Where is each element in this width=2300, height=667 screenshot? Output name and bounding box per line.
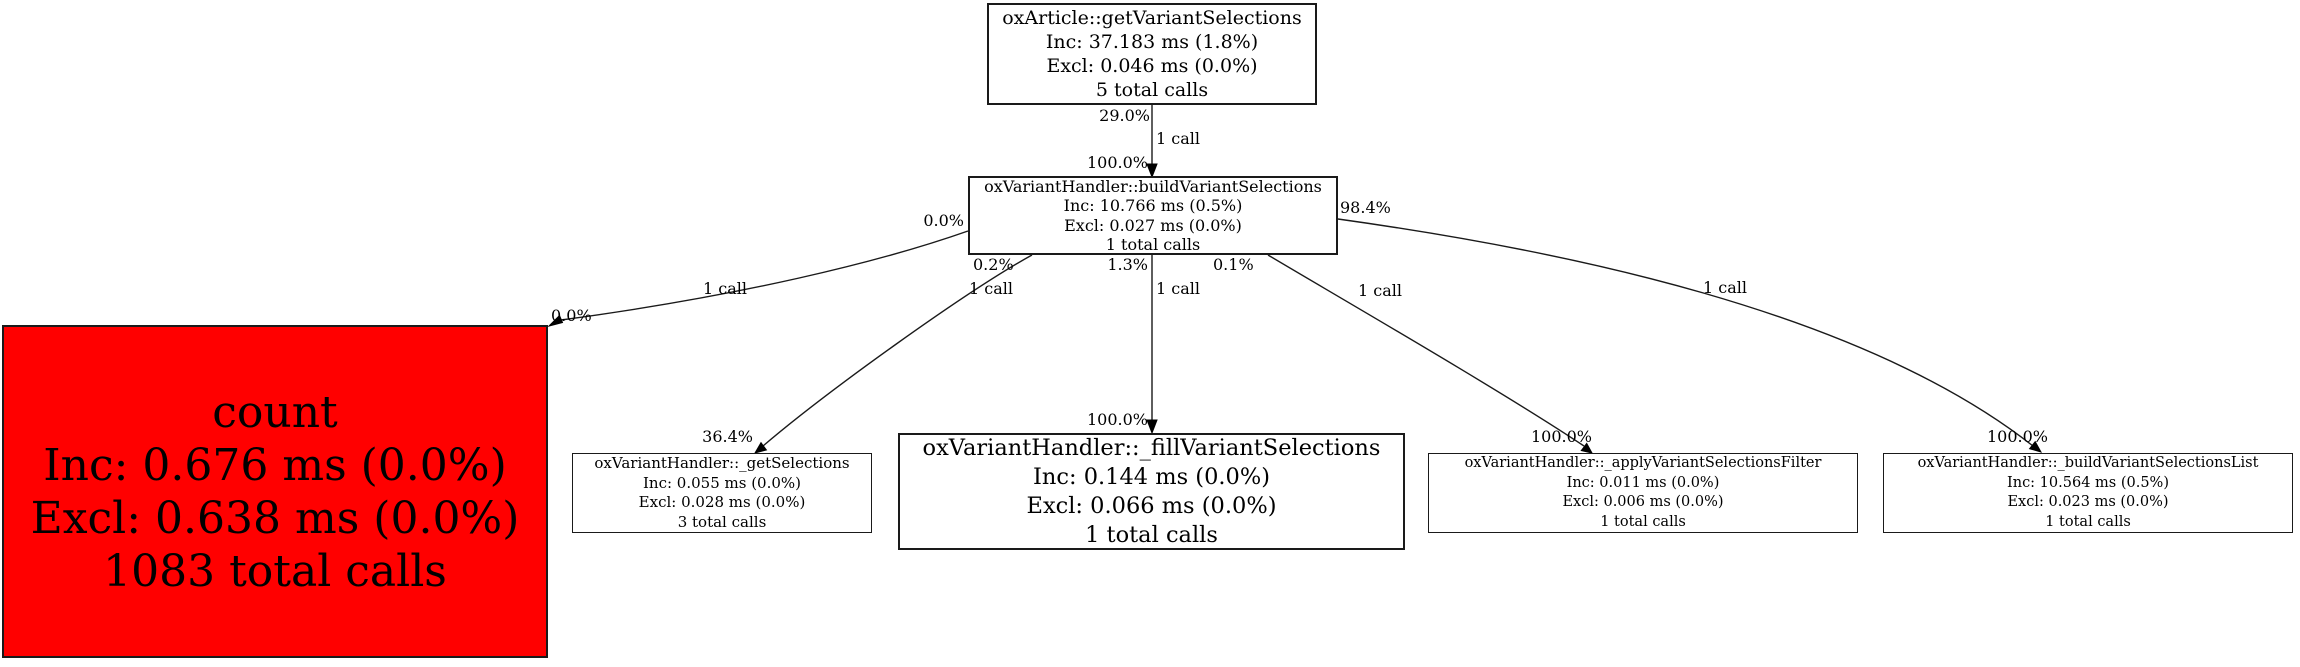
node-inc: Inc: 0.055 ms (0.0%)	[642, 473, 802, 492]
node-buildvariantselectionslist: oxVariantHandler::_buildVariantSelection…	[1883, 453, 2293, 533]
node-calls: 1 total calls	[1600, 513, 1686, 530]
edge-build-to-buildl	[1337, 218, 2034, 447]
node-fillvariantselections: oxVariantHandler::_fillVariantSelections…	[898, 433, 1405, 550]
node-excl: Excl: 0.638 ms (0.0%)	[30, 492, 520, 544]
arrowhead-build-to-fillvs	[1146, 419, 1158, 435]
edge-label-build-to-count-calls: 1 call	[703, 279, 747, 298]
arrowhead-build-to-getsel	[753, 441, 768, 454]
edge-label-build-to-buildl-calls: 1 call	[1703, 278, 1747, 297]
node-getselections: oxVariantHandler::_getSelections Inc: 0.…	[572, 453, 872, 533]
node-excl: Excl: 0.023 ms (0.0%)	[2007, 494, 2169, 510]
edge-label-build-to-fillvs-percent: 1.3%	[1107, 255, 1148, 274]
node-title: count	[212, 386, 338, 438]
edge-label-build-to-applyf-percent: 0.1%	[1213, 255, 1254, 274]
edge-label-build-to-getsel-percent: 0.2%	[973, 255, 1014, 274]
node-calls: 1 total calls	[1085, 521, 1218, 548]
node-buildvariantselections: oxVariantHandler::buildVariantSelections…	[968, 176, 1338, 255]
edge-build-to-count	[560, 230, 969, 321]
node-excl: Excl: 0.006 ms (0.0%)	[1562, 494, 1724, 510]
node-title: oxVariantHandler::_fillVariantSelections	[922, 434, 1381, 461]
node-excl: Excl: 0.066 ms (0.0%)	[1026, 492, 1277, 519]
edge-label-build-to-getsel-head-percent: 36.4%	[702, 427, 753, 446]
node-title: oxArticle::getVariantSelections	[1002, 7, 1302, 29]
node-title: oxVariantHandler::_buildVariantSelection…	[1917, 455, 2259, 471]
node-excl: Excl: 0.028 ms (0.0%)	[638, 493, 806, 511]
node-inc: Inc: 0.676 ms (0.0%)	[43, 439, 507, 491]
edge-label-root-to-build-percent: 29.0%	[1099, 106, 1150, 125]
node-excl: Excl: 0.027 ms (0.0%)	[1064, 215, 1242, 235]
node-calls: 5 total calls	[1095, 79, 1209, 101]
node-applyvariantselectionsfilter: oxVariantHandler::_applyVariantSelection…	[1428, 453, 1858, 533]
edge-label-build-to-count-head-percent: 0.0%	[551, 306, 592, 325]
arrowhead-build-to-buildl	[2028, 440, 2043, 453]
node-count: count Inc: 0.676 ms (0.0%) Excl: 0.638 m…	[2, 325, 548, 658]
node-title: oxVariantHandler::_getSelections	[594, 454, 850, 472]
edge-label-build-to-buildl-percent: 98.4%	[1340, 198, 1391, 217]
edge-label-build-to-buildl-head-percent: 100.0%	[1986, 427, 2048, 446]
node-calls: 1 total calls	[2045, 513, 2131, 530]
node-excl: Excl: 0.046 ms (0.0%)	[1046, 55, 1258, 77]
node-inc: Inc: 10.766 ms (0.5%)	[1063, 196, 1243, 215]
node-title: oxVariantHandler::buildVariantSelections	[984, 176, 1322, 196]
edge-label-build-to-getsel-calls: 1 call	[969, 279, 1013, 298]
edge-label-build-to-count-percent: 0.0%	[923, 211, 964, 230]
node-inc: Inc: 0.144 ms (0.0%)	[1032, 463, 1271, 490]
edge-build-to-applyf	[1267, 254, 1585, 447]
edge-label-root-to-build-head-percent: 100.0%	[1086, 153, 1148, 172]
node-calls: 1083 total calls	[103, 545, 447, 597]
edge-label-root-to-build-calls: 1 call	[1156, 129, 1200, 148]
arrowhead-build-to-applyf	[1580, 442, 1593, 454]
edge-label-build-to-applyf-head-percent: 100.0%	[1530, 427, 1592, 446]
node-oxarticle-getvariantselections: oxArticle::getVariantSelections Inc: 37.…	[987, 3, 1317, 105]
arrowhead-build-to-count	[547, 314, 564, 327]
node-title: oxVariantHandler::_applyVariantSelection…	[1464, 455, 1822, 471]
node-calls: 3 total calls	[677, 512, 767, 531]
node-inc: Inc: 10.564 ms (0.5%)	[2007, 474, 2169, 491]
edge-label-build-to-fillvs-calls: 1 call	[1156, 279, 1200, 298]
node-inc: Inc: 37.183 ms (1.8%)	[1045, 31, 1259, 53]
arrowhead-root-to-build	[1146, 163, 1158, 179]
node-inc: Inc: 0.011 ms (0.0%)	[1566, 474, 1720, 491]
edge-label-build-to-applyf-calls: 1 call	[1358, 281, 1402, 300]
edge-build-to-getsel	[762, 254, 1033, 447]
edge-label-build-to-fillvs-head-percent: 100.0%	[1086, 410, 1148, 429]
node-calls: 1 total calls	[1105, 235, 1201, 254]
